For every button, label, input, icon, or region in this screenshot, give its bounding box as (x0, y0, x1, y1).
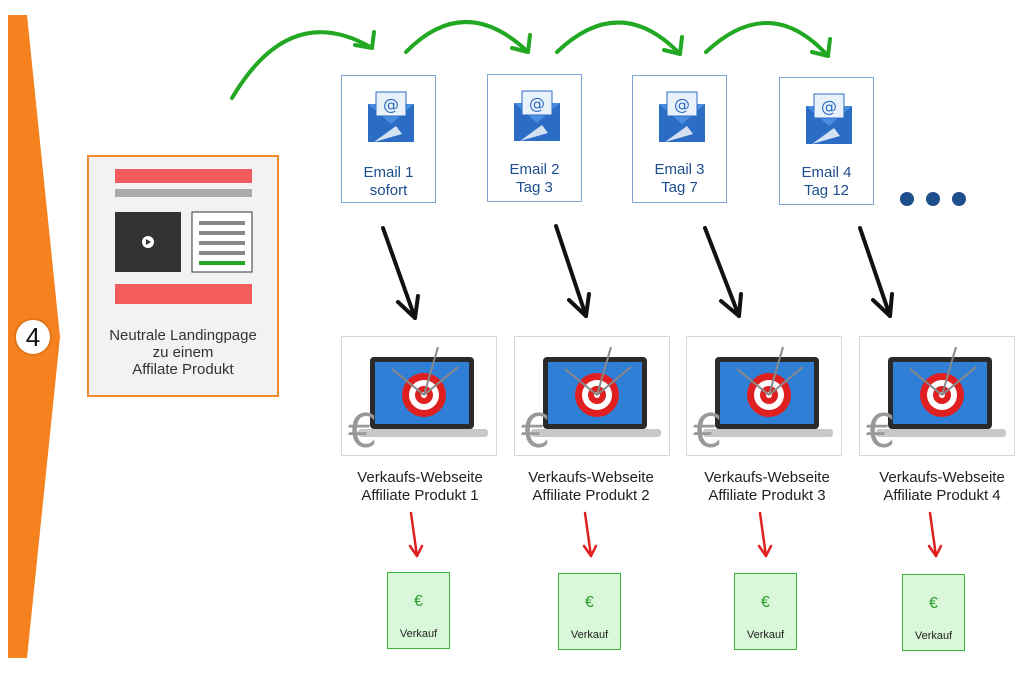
laptop-target-icon: € (348, 346, 488, 455)
laptop-target-icon: € (521, 346, 661, 455)
landing-page-label: Neutrale Landingpage zu einem Affilate P… (109, 327, 257, 378)
email-icon: @ (806, 93, 852, 144)
sale-label: Verkauf (570, 629, 609, 641)
step-number-badge: 4 (14, 318, 52, 356)
svg-text:@: @ (383, 95, 399, 114)
svg-text:@: @ (529, 94, 545, 113)
euro-icon: € (761, 594, 770, 611)
down-arrow-3 (703, 226, 743, 318)
sale-box-2: € Verkauf (558, 573, 621, 650)
sales-page-image-1: € (341, 336, 497, 456)
sale-box-1: € Verkauf (387, 572, 450, 649)
email-icon: @ (659, 91, 705, 142)
landing-page-card: Neutrale Landingpage zu einem Affilate P… (87, 155, 279, 397)
landing-page-wireframe (115, 169, 253, 304)
down-arrow-4 (858, 226, 894, 318)
euro-icon: € (585, 594, 594, 611)
sale-box-3: € Verkauf (734, 573, 797, 650)
sale-arrow-1 (408, 511, 424, 558)
sale-arrow-4 (927, 511, 943, 558)
svg-text:€: € (866, 404, 895, 455)
laptop-target-icon: € (693, 346, 833, 455)
continuation-dot (900, 192, 914, 206)
svg-text:@: @ (821, 97, 837, 116)
svg-text:€: € (348, 404, 377, 455)
down-arrow-2 (554, 224, 591, 318)
email-icon: @ (368, 91, 414, 142)
laptop-target-icon: € (866, 346, 1006, 455)
down-arrow-1 (381, 226, 420, 320)
svg-text:€: € (693, 404, 722, 455)
green-arrow-landing-to-email1 (230, 30, 376, 100)
green-arrow-email3-to-email4 (704, 21, 832, 58)
green-arrow-email1-to-email2 (404, 20, 532, 54)
continuation-dot (926, 192, 940, 206)
sales-page-image-4: € (859, 336, 1015, 456)
sale-box-4: € Verkauf (902, 574, 965, 651)
sale-label: Verkauf (746, 629, 785, 641)
sales-page-image-2: € (514, 336, 670, 456)
svg-text:@: @ (674, 95, 690, 114)
euro-icon: € (414, 593, 423, 610)
sale-label: Verkauf (914, 630, 953, 642)
green-arrow-email2-to-email3 (555, 20, 684, 56)
sale-label: Verkauf (399, 628, 438, 640)
sale-arrow-2 (582, 511, 598, 558)
sales-page-image-3: € (686, 336, 842, 456)
svg-text:€: € (521, 404, 550, 455)
continuation-dot (952, 192, 966, 206)
sale-arrow-3 (757, 511, 773, 558)
euro-icon: € (929, 595, 938, 612)
email-icon: @ (514, 90, 560, 141)
